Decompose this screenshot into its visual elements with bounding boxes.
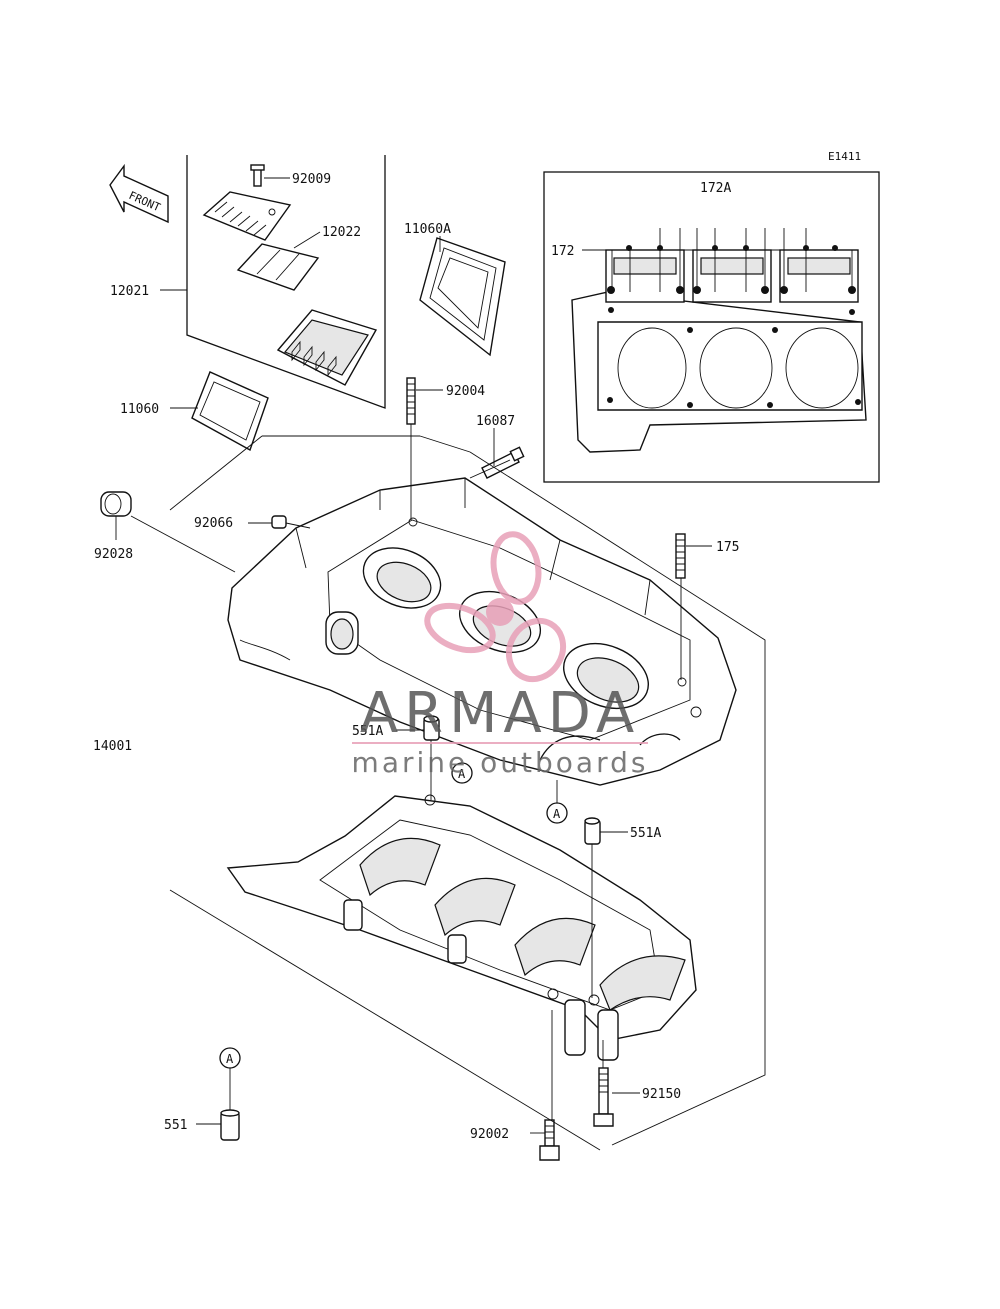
callout-92066: 92066 [194,516,233,531]
callout-175: 175 [716,540,739,555]
callout-12021: 12021 [110,284,149,299]
armada-watermark: ARMADA marine outboards [352,531,649,779]
callout-551A-upper: 551A [352,724,383,739]
callout-92028: 92028 [94,547,133,562]
callout-12022: 12022 [322,225,361,240]
dowel-551A-upper [423,715,440,741]
reed-valve-group [186,155,386,452]
callout-92004: 92004 [446,384,485,399]
plug-92066 [271,515,287,529]
callout-92150: 92150 [642,1087,681,1102]
fitting-16087 [481,446,525,479]
callout-92002: 92002 [470,1127,509,1142]
dowel-551A-lower [584,817,601,845]
reed-stopper [202,191,292,241]
callout-172: 172 [551,244,574,259]
leader-lines [115,177,766,1151]
watermark-tagline: marine outboards [352,746,649,779]
dowel-551 [220,1109,240,1141]
front-direction-arrow: FRONT [109,163,169,224]
svg-text:A: A [458,767,466,781]
stud-92004 [406,377,416,425]
callout-551A-lower: 551A [630,826,661,841]
bolt-92150 [593,1067,614,1127]
callout-92009: 92009 [292,172,331,187]
stud-175 [675,533,686,579]
propeller-logo-icon [424,531,567,683]
inset-bolt-dots [607,245,861,408]
callout-labels: 92009 12022 12021 11060A 11060 92004 160… [93,172,739,1142]
watermark-brand: ARMADA [360,681,640,746]
diagram-code: E1411 [828,150,861,163]
plug-92028 [100,491,132,517]
inset-title: 172A [700,181,731,196]
gasket-11060 [191,371,269,452]
reed-block [276,309,378,386]
callout-11060: 11060 [120,402,159,417]
inset-172A: 172A [543,171,880,483]
callout-14001: 14001 [93,739,132,754]
reference-marker-1: A [451,762,473,784]
lower-crankcase [226,794,697,1061]
svg-text:A: A [553,807,561,821]
reference-marker-3: A [219,1047,241,1110]
svg-text:A: A [226,1052,234,1066]
screw-92009 [250,164,265,187]
bolt-92002 [539,1119,560,1161]
gasket-11060A [419,237,506,357]
reference-marker-2: A [546,780,568,824]
callout-551: 551 [164,1118,187,1133]
group-bracket-12021 [186,155,386,409]
reed-petals-12022 [236,243,320,291]
callout-11060A: 11060A [404,222,451,237]
callout-16087: 16087 [476,414,515,429]
